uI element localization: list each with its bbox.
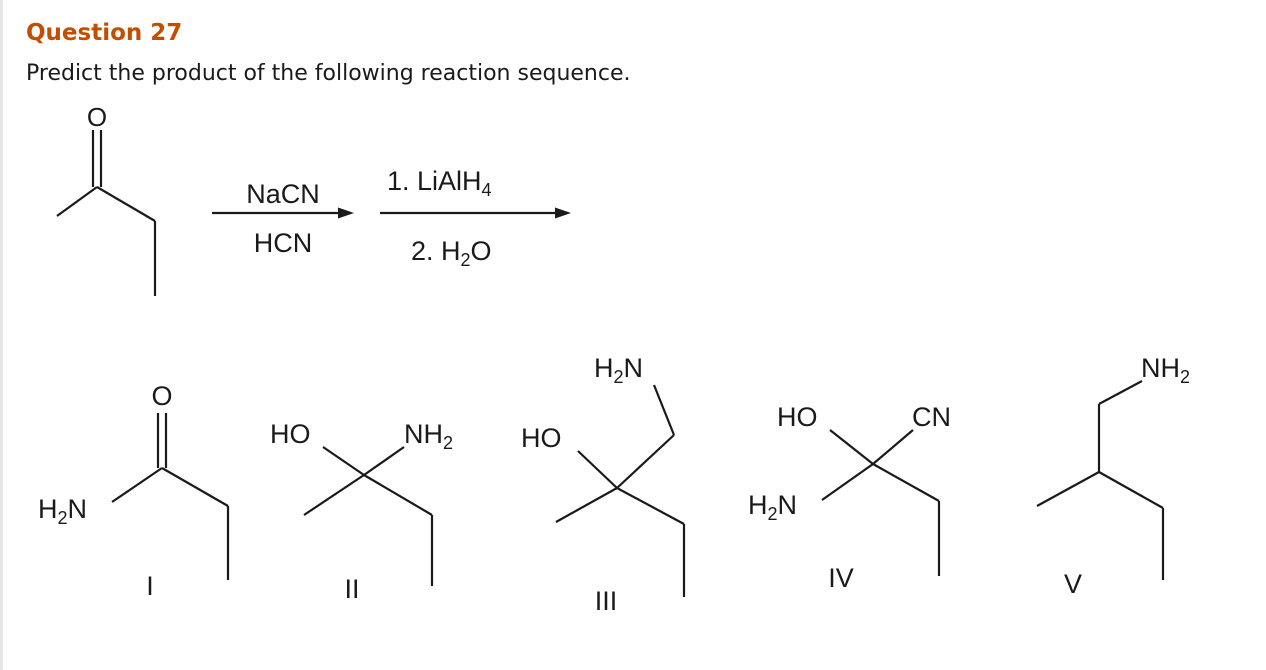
choice-iv-amine: H2N bbox=[748, 490, 797, 524]
choice-iii-structure: H2N HO III bbox=[521, 353, 686, 616]
choice-ii-label: II bbox=[344, 574, 359, 604]
left-border bbox=[0, 0, 3, 670]
choice-iii-bond-cc bbox=[616, 487, 685, 525]
choice-iv-bond-ccn bbox=[872, 429, 914, 465]
step1-reagent-bottom: HCN bbox=[254, 228, 313, 258]
choice-v-structure: NH2 V bbox=[1036, 353, 1190, 599]
choice-iii-label: III bbox=[595, 586, 618, 616]
step2-arrow-group: 1. LiAlH4 2. H2O bbox=[380, 166, 571, 270]
choice-ii-hydroxyl: HO bbox=[270, 419, 311, 449]
choice-ii-amine: NH2 bbox=[404, 419, 453, 453]
choice-i-bond-cc bbox=[161, 467, 229, 507]
choice-iv-structure: HO CN H2N IV bbox=[748, 402, 951, 593]
choice-ii-bond-cc bbox=[363, 474, 433, 516]
step1-reagent-top: NaCN bbox=[246, 179, 320, 209]
choice-iii-bond-ch2c bbox=[616, 434, 675, 489]
step1-arrow-group: NaCN HCN bbox=[212, 179, 354, 258]
choice-i-structure: O H2N I bbox=[38, 381, 230, 601]
step2-arrow-head bbox=[555, 207, 571, 219]
choice-v-amine: NH2 bbox=[1141, 353, 1190, 387]
choice-iv-bond-cn bbox=[821, 463, 874, 501]
choice-v-label: V bbox=[1064, 569, 1082, 599]
choice-i-bond-cn bbox=[111, 467, 163, 503]
choice-ii-bond-cn bbox=[363, 446, 405, 476]
choice-iii-hydroxyl: HO bbox=[521, 423, 562, 453]
choice-i-label: I bbox=[146, 571, 154, 601]
choice-ii-structure: HO NH2 II bbox=[270, 419, 453, 604]
choice-iii-bond-co bbox=[577, 450, 618, 489]
choice-iv-hydroxyl: HO bbox=[777, 402, 818, 432]
bond-c2-c3 bbox=[96, 186, 156, 222]
choice-v-bond-methyl bbox=[1036, 471, 1100, 507]
choice-iii-amine: H2N bbox=[594, 353, 643, 387]
question-title: Question 27 bbox=[26, 20, 183, 46]
question-prompt: Predict the product of the following rea… bbox=[26, 61, 631, 86]
step1-arrow-head bbox=[338, 207, 354, 219]
step2-line2: 2. H2O bbox=[411, 236, 492, 270]
choice-iv-bond-cc bbox=[872, 463, 940, 502]
choice-ii-bond-co bbox=[322, 446, 365, 476]
bond-methyl bbox=[56, 186, 98, 217]
choice-iii-bond-methyl bbox=[555, 487, 618, 523]
choice-ii-bond-methyl bbox=[303, 474, 365, 516]
choice-iv-nitrile: CN bbox=[912, 402, 951, 432]
choice-i-amine: H2N bbox=[38, 494, 87, 528]
choice-iv-bond-co bbox=[829, 429, 874, 465]
choice-v-bond-nch2 bbox=[1098, 380, 1143, 405]
reactant-structure: O bbox=[56, 102, 157, 296]
choice-i-oxygen: O bbox=[151, 381, 172, 411]
choice-v-bond-cc bbox=[1098, 471, 1164, 509]
step2-line1: 1. LiAlH4 bbox=[387, 166, 492, 200]
choice-iii-bond-nch2 bbox=[652, 384, 676, 436]
choice-iv-label: IV bbox=[828, 563, 854, 593]
reactant-oxygen: O bbox=[87, 102, 107, 132]
